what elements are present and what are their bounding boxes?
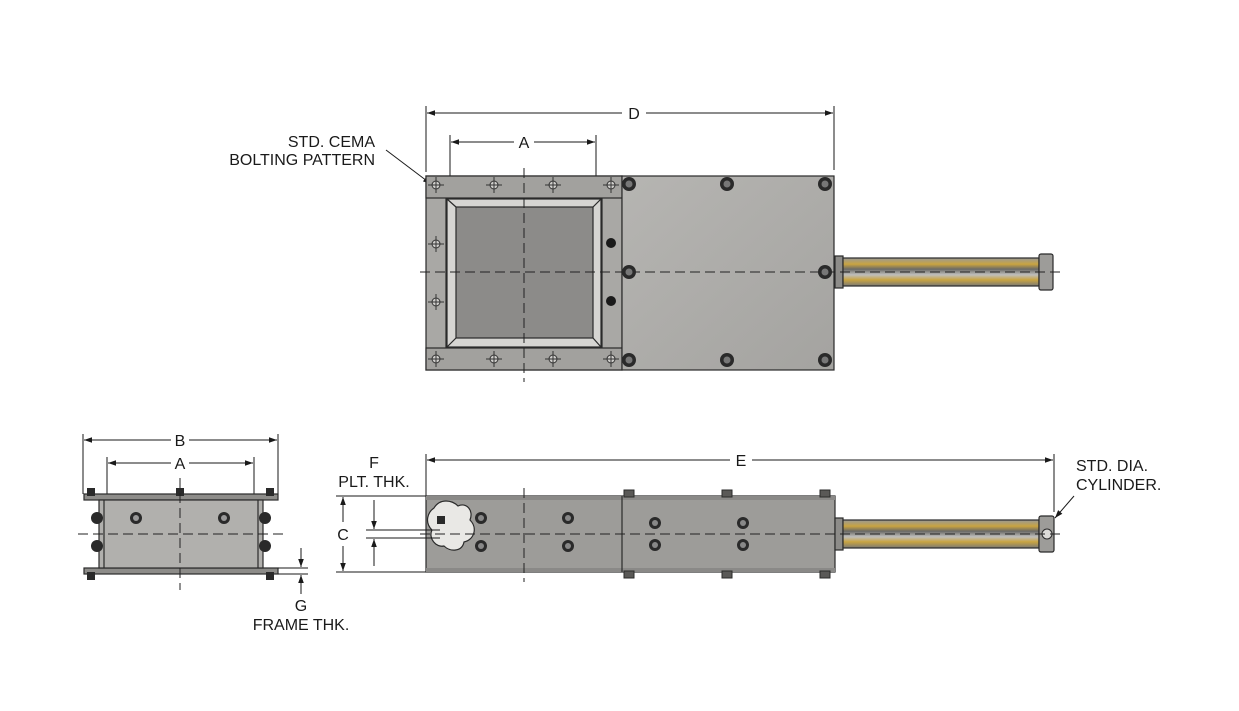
dimension-e-label: E [736,453,747,470]
bolt-hole-icon [486,351,502,367]
nut-icon [266,572,274,580]
nut-icon [721,570,733,579]
bonnet-bolts [622,177,832,367]
stud-icon [606,238,616,248]
top-bonnet-plate [621,175,835,371]
stud-icon [91,512,103,524]
bolt-head-icon [622,265,636,279]
nut-icon [623,489,635,498]
bevel-corner-br [592,337,602,348]
bolt-head-icon [818,353,832,367]
cylinder-callout-line2: CYLINDER. [1076,477,1161,494]
end-flange-bottom [83,567,279,575]
dimension-f-label: F [369,455,379,472]
frame-thk-label: FRAME THK. [253,617,350,634]
cylinder-leader-line [1054,495,1075,519]
dimension-c-label: C [337,527,349,544]
bolt-head-icon [720,177,734,191]
side-body-bottom-edge [426,568,835,572]
side-body-top-edge [426,496,835,500]
bolt-head-icon [720,353,734,367]
dimension-a-label-end: A [175,456,186,473]
bolt-head-icon [818,265,832,279]
stud-icon [259,540,271,552]
side-view: E F PLT. THK. C [336,453,1161,582]
bolt-hole-icon [545,351,561,367]
end-side-studs [87,488,274,580]
bolt-hole-icon [486,177,502,193]
bolt-hole-icon [545,177,561,193]
dimension-a-label-top: A [519,135,530,152]
bolt-hole-icon [428,177,444,193]
bolt-head-icon [622,177,636,191]
cema-callout-line2: BOLTING PATTERN [229,152,375,169]
stud-icon [606,296,616,306]
bolt-head-icon [475,512,487,524]
nut-icon [87,488,95,496]
bolt-hole-icon [603,177,619,193]
bolt-hole-icon [428,294,444,310]
side-holes [475,512,749,552]
plt-thk-label: PLT. THK. [338,474,409,491]
end-view: B A [78,433,349,634]
side-nuts [623,489,831,579]
cema-bolt-holes [428,177,619,367]
cema-leader-line [385,149,432,185]
dimension-b-label: B [175,433,186,450]
stud-icon [259,512,271,524]
bolt-head-icon [649,517,661,529]
dimension-g-label: G [295,598,307,615]
bolt-head-icon [475,540,487,552]
top-view: D A STD. CEMA BOLTING PATTERN [229,106,1065,382]
bolt-head-icon [649,539,661,551]
cylinder-callout-line1: STD. DIA. [1076,458,1148,475]
dimension-d-label: D [628,106,640,123]
bolt-head-icon [562,540,574,552]
nut-icon [721,489,733,498]
bevel-corner-tl [446,198,457,208]
bolt-head-icon [818,177,832,191]
bolt-head-icon [218,512,230,524]
bolt-head-icon [737,517,749,529]
bolt-head-icon [737,539,749,551]
bevel-corner-tr [592,198,602,208]
nut-icon [437,516,445,524]
bolt-hole-icon [603,351,619,367]
bevel-corner-bl [446,337,457,348]
nut-icon [819,489,831,498]
nut-icon [623,570,635,579]
nut-icon [266,488,274,496]
bolt-head-icon [130,512,142,524]
nut-icon [176,488,184,496]
cema-callout-line1: STD. CEMA [288,134,375,151]
bolt-hole-icon [428,351,444,367]
nut-icon [87,572,95,580]
stud-icon [91,540,103,552]
bolt-head-icon [622,353,636,367]
nut-icon [819,570,831,579]
bolt-hole-icon [428,236,444,252]
bolt-head-icon [562,512,574,524]
